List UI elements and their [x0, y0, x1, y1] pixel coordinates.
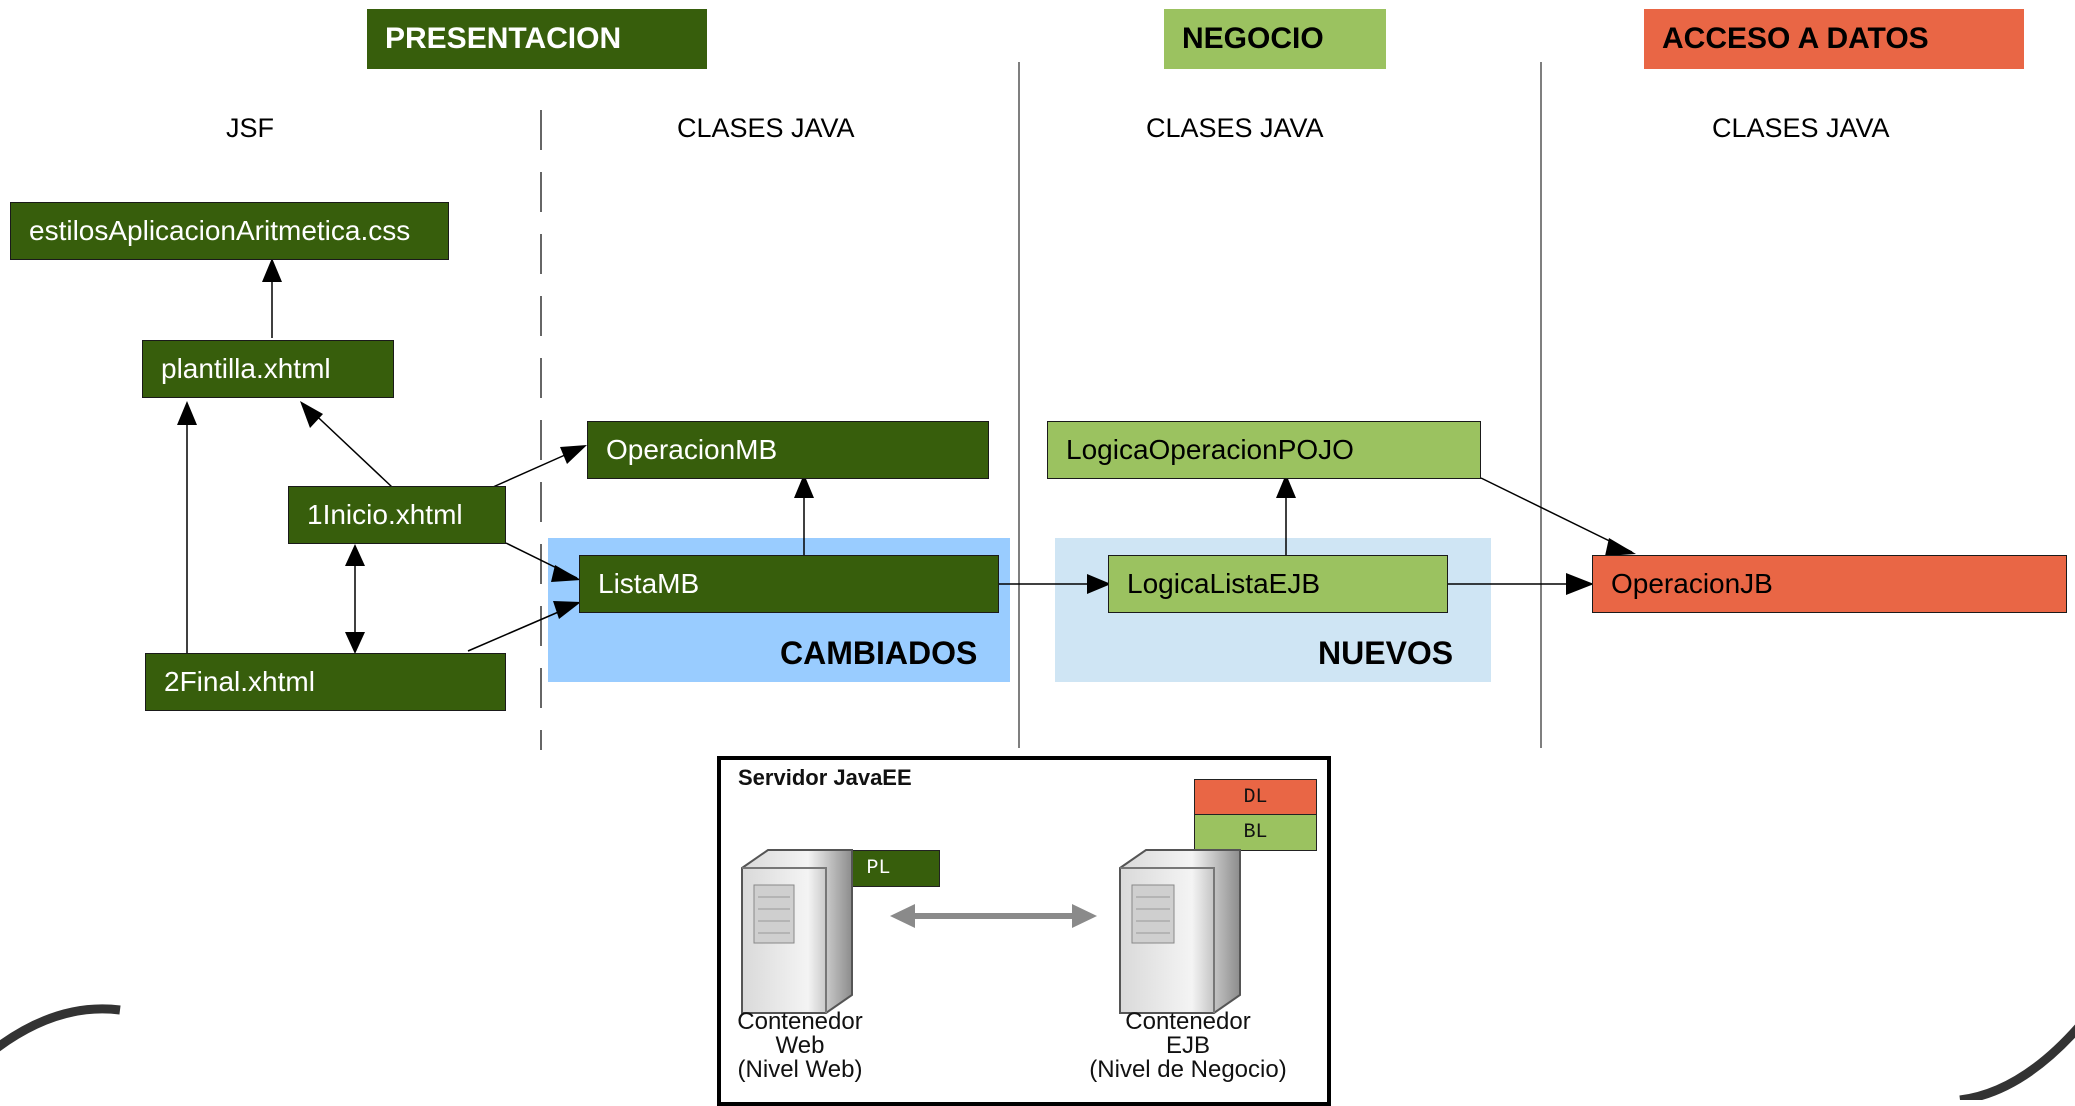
tag-dl: DL — [1194, 779, 1317, 816]
column-jsf: JSF — [226, 113, 275, 143]
box-1inicio-xhtml: 1Inicio.xhtml — [288, 486, 506, 544]
web-container-line-3: (Nivel Web) — [737, 1056, 863, 1083]
box-2final-xhtml: 2Final.xhtml — [145, 653, 506, 711]
box-lista-mb: ListaMB — [579, 555, 999, 613]
header-acceso-datos: ACCESO A DATOS — [1644, 9, 2024, 69]
server-link-arrow — [890, 904, 1097, 928]
header-negocio: NEGOCIO — [1164, 9, 1386, 69]
ejb-container-line-3: (Nivel de Negocio) — [1089, 1056, 1287, 1083]
ejb-server-icon — [1119, 849, 1241, 1014]
web-container-label: Contenedor Web (Nivel Web) — [720, 1010, 880, 1082]
header-presentacion: PRESENTACION — [367, 9, 707, 69]
tag-bl: BL — [1194, 814, 1317, 851]
web-server-icon — [741, 849, 853, 1014]
ejb-container-line-2: EJB — [1165, 1032, 1210, 1059]
box-operacion-mb: OperacionMB — [587, 421, 989, 479]
column-clases-java-presentacion: CLASES JAVA — [677, 113, 855, 143]
box-plantilla-xhtml: plantilla.xhtml — [142, 340, 394, 398]
box-logica-lista-ejb: LogicaListaEJB — [1108, 555, 1448, 613]
box-logica-operacion-pojo: LogicaOperacionPOJO — [1047, 421, 1481, 479]
box-operacion-jb: OperacionJB — [1592, 555, 2067, 613]
box-estilos-css: estilosAplicacionAritmetica.css — [10, 202, 449, 260]
web-container-line-2: Web — [775, 1032, 825, 1059]
group-cambiados-label: CAMBIADOS — [780, 635, 978, 671]
ejb-container-label: Contenedor EJB (Nivel de Negocio) — [1068, 1010, 1308, 1082]
group-nuevos-label: NUEVOS — [1318, 635, 1454, 671]
ejb-container-line-1: Contenedor — [1125, 1008, 1251, 1035]
web-container-line-1: Contenedor — [737, 1008, 863, 1035]
server-title: Servidor JavaEE — [738, 765, 912, 790]
column-clases-java-acceso: CLASES JAVA — [1712, 113, 1890, 143]
column-clases-java-negocio: CLASES JAVA — [1146, 113, 1324, 143]
